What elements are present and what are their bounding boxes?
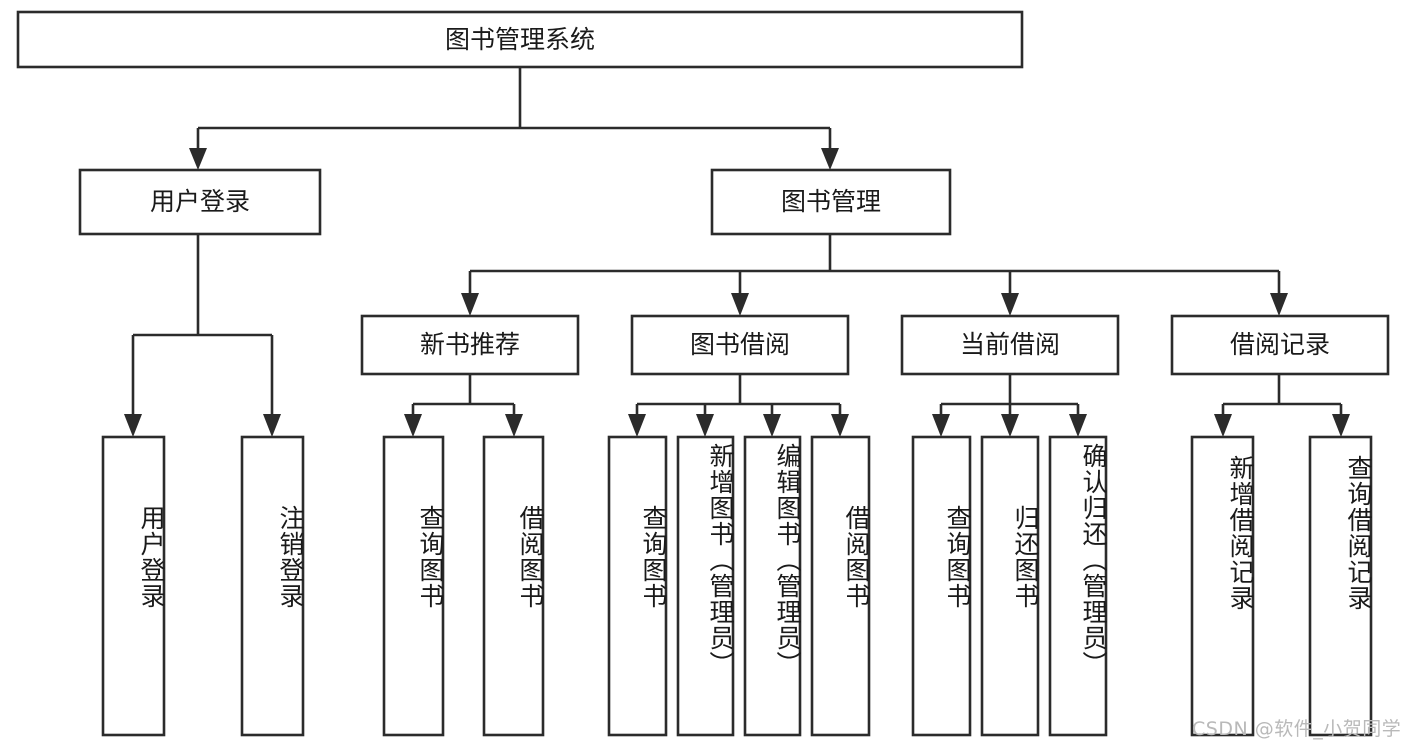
node-user-login[interactable]: 用户登录 (78, 168, 322, 236)
connectors-current-borrow-to-leaves (932, 374, 1087, 437)
leaf-box-query-book-1[interactable] (382, 435, 445, 737)
node-new-book-rec[interactable]: 新书推荐 (360, 314, 580, 376)
node-book-manage[interactable]: 图书管理 (710, 168, 952, 236)
leaf-boxes (101, 435, 1373, 737)
watermark-text: CSDN @软件_小贺同学 (1192, 718, 1402, 740)
arrow-icon-leaf-borrow-book-2 (831, 414, 849, 437)
arrow-icon-borrow-record (1270, 293, 1288, 316)
arrow-icon-leaf-query-record (1332, 414, 1350, 437)
leaf-box-query-book-3[interactable] (911, 435, 972, 737)
arrow-icon-leaf-logout (263, 414, 281, 437)
connectors-root-to-level2 (189, 67, 839, 170)
node-borrow-record[interactable]: 借阅记录 (1170, 314, 1390, 376)
node-book-manage-box[interactable] (710, 168, 952, 236)
node-root-box[interactable] (16, 10, 1024, 69)
connectors-new-book-rec-to-leaves (404, 374, 523, 437)
node-book-borrow-box[interactable] (630, 314, 850, 376)
node-current-borrow[interactable]: 当前借阅 (900, 314, 1120, 376)
arrow-icon-book-manage (821, 148, 839, 170)
leaf-box-edit-book[interactable] (743, 435, 802, 737)
node-root[interactable]: 图书管理系统 (16, 10, 1024, 69)
connectors-book-manage-to-level3 (461, 234, 1288, 316)
arrow-icon-leaf-query-book-1 (404, 414, 422, 437)
leaf-box-borrow-book-2[interactable] (810, 435, 871, 737)
arrow-icon-leaf-query-book-3 (932, 414, 950, 437)
leaf-box-confirm-return[interactable] (1048, 435, 1108, 737)
leaf-box-query-book-2[interactable] (607, 435, 668, 737)
node-borrow-record-label: 借阅记录 (1230, 330, 1330, 359)
connectors-borrow-record-to-leaves (1214, 374, 1350, 437)
arrow-icon-leaf-add-book (696, 414, 714, 437)
arrow-icon-leaf-user-login (124, 414, 142, 437)
node-current-borrow-box[interactable] (900, 314, 1120, 376)
arrow-icon-leaf-add-record (1214, 414, 1232, 437)
leaf-box-add-record[interactable] (1190, 435, 1255, 737)
connectors-book-borrow-to-leaves (628, 374, 849, 437)
leaf-box-user-login[interactable] (101, 435, 166, 737)
node-user-login-label: 用户登录 (150, 187, 250, 216)
node-book-manage-label: 图书管理 (781, 187, 881, 216)
leaf-box-borrow-book-1[interactable] (482, 435, 545, 737)
node-new-book-rec-box[interactable] (360, 314, 580, 376)
leaf-box-return-book[interactable] (980, 435, 1040, 737)
node-root-label: 图书管理系统 (445, 25, 595, 54)
arrow-icon-leaf-query-book-2 (628, 414, 646, 437)
node-new-book-rec-label: 新书推荐 (420, 330, 520, 359)
node-user-login-box[interactable] (78, 168, 322, 236)
connectors-user-login-to-leaves (124, 234, 281, 437)
arrow-icon-leaf-return-book (1001, 414, 1019, 437)
arrow-icon-book-borrow (731, 293, 749, 316)
arrow-icon-current-borrow (1001, 293, 1019, 316)
leaf-box-logout[interactable] (240, 435, 305, 737)
arrow-icon-new-book-rec (461, 293, 479, 316)
leaf-box-query-record[interactable] (1308, 435, 1373, 737)
node-borrow-record-box[interactable] (1170, 314, 1390, 376)
arrow-icon-leaf-borrow-book-1 (505, 414, 523, 437)
arrow-icon-leaf-confirm-return (1069, 414, 1087, 437)
arrow-icon-user-login (189, 148, 207, 170)
node-current-borrow-label: 当前借阅 (960, 330, 1060, 359)
node-book-borrow[interactable]: 图书借阅 (630, 314, 850, 376)
node-book-borrow-label: 图书借阅 (690, 330, 790, 359)
leaf-box-add-book[interactable] (676, 435, 735, 737)
arrow-icon-leaf-edit-book (763, 414, 781, 437)
